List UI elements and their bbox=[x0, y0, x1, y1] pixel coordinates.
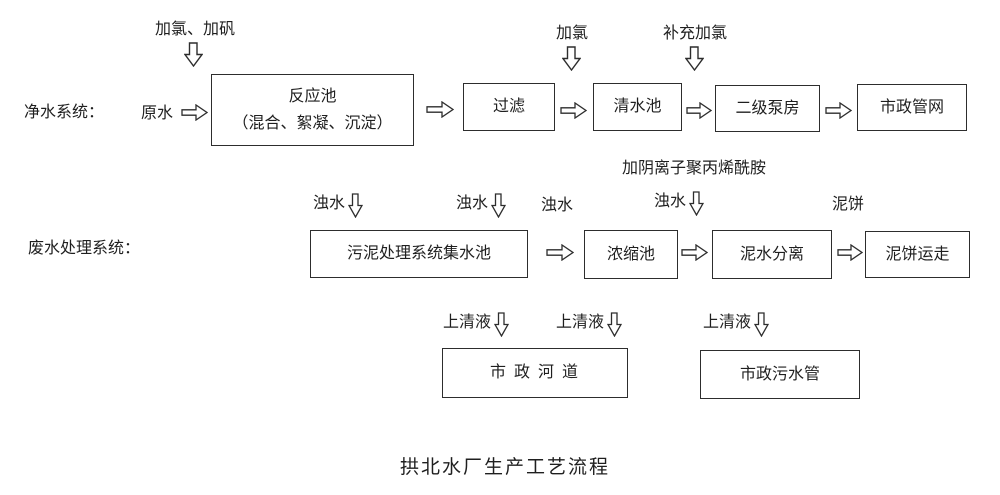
right-arrow-icon bbox=[686, 101, 713, 120]
down-arrow-icon bbox=[689, 191, 705, 216]
right-arrow-icon bbox=[837, 243, 864, 262]
municipal-river-box: 市 政 河 道 bbox=[442, 348, 628, 398]
supernatant-label: 上清液 bbox=[556, 312, 623, 337]
supplementary-chlorine-dosing-label: 补充加氯 bbox=[663, 25, 728, 42]
municipal-sewage-pipe-box: 市政污水管 bbox=[700, 350, 860, 399]
turbid-water-label: 浊水 bbox=[541, 197, 574, 214]
down-arrow-icon bbox=[183, 42, 204, 68]
right-arrow-icon bbox=[560, 101, 588, 120]
turbid-water-label: 浊水 bbox=[456, 193, 507, 218]
supernatant-label: 上清液 bbox=[703, 312, 770, 337]
diagram-title: 拱北水厂生产工艺流程 bbox=[399, 457, 610, 478]
down-arrow-icon bbox=[754, 312, 770, 337]
mud-cake-removal-box: 泥饼运走 bbox=[865, 231, 970, 278]
raw-water-label: 原水 bbox=[141, 105, 174, 122]
anionic-pam-dosing-label: 加阴离子聚丙烯酰胺 bbox=[622, 160, 767, 177]
mud-water-separation-box: 泥水分离 bbox=[712, 230, 832, 279]
right-arrow-icon bbox=[825, 101, 853, 120]
supernatant-text: 上清液 bbox=[703, 314, 752, 331]
down-arrow-icon bbox=[491, 193, 507, 218]
secondary-pump-house-box: 二级泵房 bbox=[715, 85, 820, 132]
down-arrow-icon bbox=[607, 312, 623, 337]
mud-cake-label: 泥饼 bbox=[832, 196, 865, 213]
municipal-network-box: 市政管网 bbox=[857, 84, 967, 131]
supernatant-text: 上清液 bbox=[556, 314, 605, 331]
supernatant-text: 上清液 bbox=[443, 314, 492, 331]
down-arrow-icon bbox=[561, 46, 582, 72]
reaction-pool-line2: （混合、絮凝、沉淀） bbox=[232, 115, 393, 132]
down-arrow-icon bbox=[684, 46, 705, 72]
sludge-collection-pool-box: 污泥处理系统集水池 bbox=[310, 230, 528, 278]
reaction-pool-line1: 反应池 bbox=[288, 87, 337, 105]
right-arrow-icon bbox=[546, 243, 575, 262]
clean-water-system-label: 净水系统： bbox=[24, 104, 105, 121]
supernatant-label: 上清液 bbox=[443, 312, 510, 337]
down-arrow-icon bbox=[494, 312, 510, 337]
filter-box: 过滤 bbox=[463, 83, 555, 131]
thickening-pool-box: 浓缩池 bbox=[584, 230, 678, 279]
reaction-pool-box: 反应池 （混合、絮凝、沉淀） bbox=[211, 74, 414, 146]
turbid-water-text: 浊水 bbox=[456, 195, 489, 212]
right-arrow-icon bbox=[426, 100, 455, 119]
clear-water-pool-box: 清水池 bbox=[593, 83, 682, 131]
turbid-water-text: 浊水 bbox=[654, 193, 687, 210]
wastewater-system-label: 废水处理系统： bbox=[28, 240, 141, 257]
chlorine-dosing-label: 加氯 bbox=[556, 25, 589, 42]
turbid-water-text: 浊水 bbox=[313, 195, 346, 212]
turbid-water-label: 浊水 bbox=[654, 191, 705, 216]
turbid-water-label: 浊水 bbox=[313, 193, 364, 218]
right-arrow-icon bbox=[181, 103, 209, 122]
chlorine-alum-dosing-label: 加氯、加矾 bbox=[155, 21, 236, 38]
right-arrow-icon bbox=[681, 243, 709, 262]
down-arrow-icon bbox=[348, 193, 364, 218]
